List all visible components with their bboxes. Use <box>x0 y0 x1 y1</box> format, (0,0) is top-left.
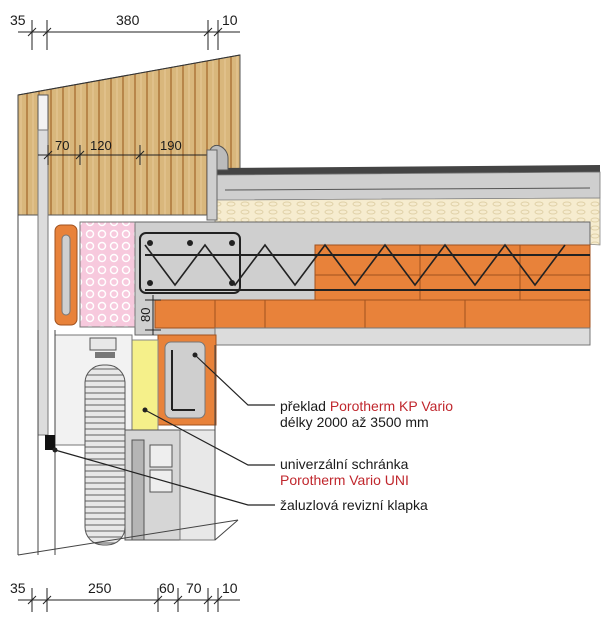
dim-top-2: 380 <box>116 12 140 28</box>
bottom-dimension-line <box>18 588 240 612</box>
rebar-cage <box>139 232 241 294</box>
blind-box <box>54 334 133 546</box>
callout-lintel-prefix: překlad <box>280 398 326 414</box>
dim-top-3: 10 <box>222 12 238 28</box>
dim-bottom-5: 10 <box>222 580 238 596</box>
callout-box: univerzální schránka Porotherm Vario UNI <box>280 456 409 488</box>
callout-lintel-product: Porotherm KP Vario <box>329 398 454 414</box>
callout-box-line1: univerzální schránka <box>280 456 409 472</box>
yellow-insulation <box>131 339 159 431</box>
dim-bottom-3: 60 <box>159 580 175 596</box>
xps-insulation <box>79 221 136 328</box>
leader-dot-3 <box>52 447 58 453</box>
height-dimension-line <box>145 295 161 335</box>
top-dimension-line <box>18 20 240 50</box>
lintel-block <box>157 334 217 426</box>
dim-height: 80 <box>138 308 153 322</box>
leader-dot-2 <box>142 407 148 413</box>
callout-lintel: překlad Porotherm KP Vario délky 2000 až… <box>280 398 453 430</box>
brick-block-left <box>54 224 78 326</box>
dim-wall-1: 70 <box>55 138 69 153</box>
callout-lintel-line1: překlad Porotherm KP Vario <box>280 398 453 414</box>
dim-wall-2: 120 <box>90 138 112 153</box>
dim-bottom-1: 35 <box>10 580 26 596</box>
leader-lines <box>54 354 275 506</box>
callout-flap-line1: žaluzlová revizní klapka <box>280 497 428 513</box>
window-frame <box>124 429 216 541</box>
callout-box-product: Porotherm Vario UNI <box>280 472 409 488</box>
dim-top-1: 35 <box>10 12 26 28</box>
dim-bottom-4: 70 <box>186 580 202 596</box>
ceiling-slab <box>134 221 591 346</box>
revision-flap <box>45 435 55 450</box>
leader-dot-1 <box>192 352 198 358</box>
callout-lintel-line2: délky 2000 až 3500 mm <box>280 414 429 430</box>
dim-wall-3: 190 <box>160 138 182 153</box>
callout-flap: žaluzlová revizní klapka <box>280 497 428 513</box>
dim-bottom-2: 250 <box>88 580 112 596</box>
